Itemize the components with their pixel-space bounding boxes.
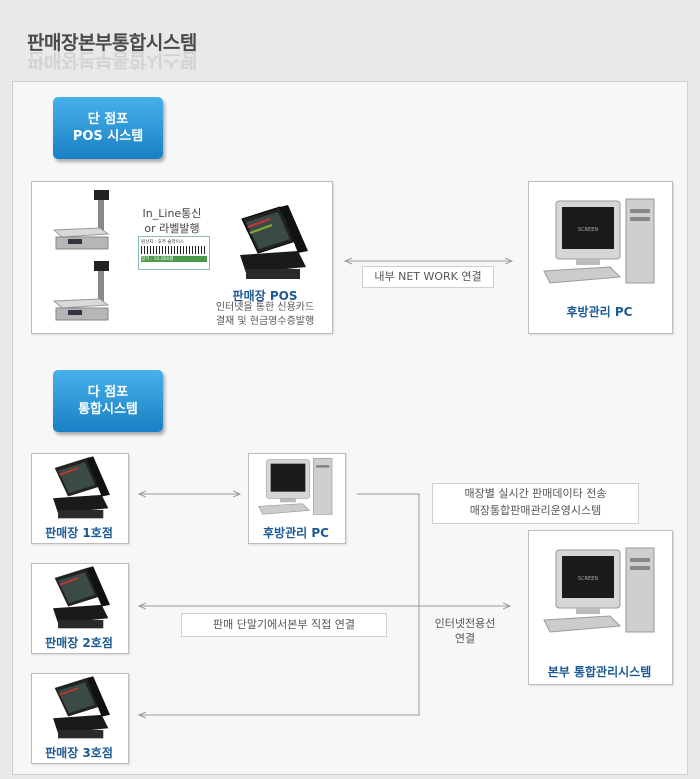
scale-icon — [52, 190, 110, 250]
inline-label-line1: In_Line통신 — [142, 207, 202, 220]
svg-text:SCREEN: SCREEN — [578, 576, 598, 582]
single-store-badge: 단 점포 POS 시스템 — [53, 97, 163, 159]
single-badge-line2: POS 시스템 — [72, 129, 144, 144]
label-receipt-icon: 원산지 : 호주 슬라이스 정가 : 10,000원 — [138, 236, 210, 270]
pos-terminal-icon — [53, 566, 110, 629]
multi-store-badge: 다 점포 통합시스템 — [53, 370, 163, 432]
pos-description: 인터넷을 통한 신용카드 결재 및 현금영수증발행 — [195, 301, 335, 329]
back-office-pc-label: 후방관리 PC — [566, 305, 633, 319]
svg-text:SCREEN: SCREEN — [578, 227, 598, 233]
multi-badge-line2: 통합시스템 — [78, 402, 138, 417]
pos-terminal-icon — [53, 456, 110, 519]
pos-desc-line2: 결재 및 현금영수증발행 — [215, 316, 315, 327]
multi-badge-line1: 다 점포 — [87, 385, 129, 400]
single-badge-line1: 단 점포 — [87, 112, 129, 127]
hq-system-label: 본부 통합관리시스템 — [547, 665, 652, 679]
pos-desc-line1: 인터넷을 통한 신용카드 — [215, 302, 315, 313]
store3-label: 판매장 3호점 — [45, 746, 113, 760]
transfer-line1: 매장별 실시간 판매데이타 전송 — [464, 487, 607, 500]
store1-label: 판매장 1호점 — [45, 526, 113, 540]
direct-connection-label: 판매 단말기에서본부 직접 연결 — [181, 613, 387, 637]
internet-line1: 인터넷전용선 — [434, 617, 496, 630]
receipt-line2: 정가 : 10,000원 — [141, 256, 207, 262]
transfer-line2: 매장통합판매관리운영시스템 — [469, 504, 602, 517]
page-title: 판매장본부통합시스템 — [27, 32, 197, 54]
transfer-label: 매장별 실시간 판매데이타 전송 매장통합판매관리운영시스템 — [432, 483, 639, 524]
internet-line-label: 인터넷전용선 연결 — [420, 616, 510, 646]
store2-label: 판매장 2호점 — [45, 636, 113, 650]
desktop-pc-icon: SCREEN — [543, 547, 655, 633]
inline-label: In_Line통신 or 라벨발행 — [130, 206, 214, 236]
inline-label-line2: or 라벨발행 — [144, 222, 200, 235]
barcode-icon — [141, 246, 207, 254]
pos-terminal-icon — [240, 205, 308, 279]
desktop-pc-icon — [258, 458, 333, 515]
receipt-line1: 원산지 : 호주 슬라이스 — [141, 240, 185, 245]
internet-line2: 연결 — [454, 632, 476, 645]
multi-pc-label: 후방관리 PC — [263, 526, 329, 540]
scale-icon — [52, 261, 110, 321]
desktop-pc-icon: SCREEN — [543, 198, 655, 284]
network-label: 내부 NET WORK 연결 — [362, 266, 494, 288]
pos-terminal-icon — [53, 676, 110, 739]
pos-label: 판매장 POS — [232, 289, 298, 303]
